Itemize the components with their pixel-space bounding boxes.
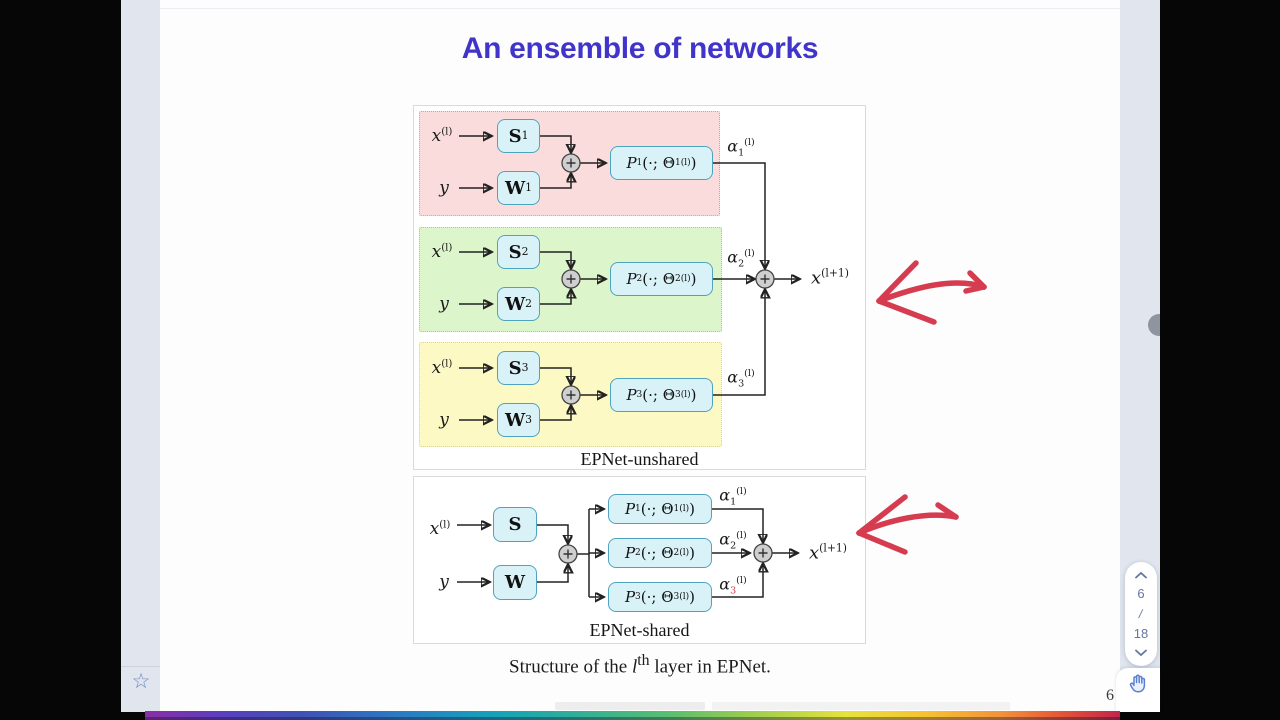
alpha-label: α2(l) bbox=[719, 529, 747, 552]
red-arrow-bottom bbox=[856, 494, 959, 555]
slide-title: An ensemble of networks bbox=[461, 32, 819, 65]
unshared-caption: EPNet-unshared bbox=[580, 449, 699, 469]
shared-caption: EPNet-shared bbox=[589, 620, 690, 640]
star-button[interactable]: ☆ bbox=[128, 668, 154, 694]
chevron-up-icon[interactable] bbox=[1134, 571, 1148, 579]
sum-node bbox=[561, 153, 581, 173]
input-y-label: y bbox=[439, 178, 449, 198]
output-label: x(l+1) bbox=[809, 541, 847, 564]
input-y-label: y bbox=[439, 410, 449, 430]
alpha-label: α2(l) bbox=[727, 247, 755, 270]
input-x-label: x(l) bbox=[429, 519, 451, 539]
left-strip-divider bbox=[121, 666, 160, 667]
sum-node bbox=[561, 269, 581, 289]
input-x-label: x(l) bbox=[431, 242, 453, 262]
alpha-label: α1(l) bbox=[727, 136, 755, 159]
page-navigation: 6 / 18 bbox=[1125, 562, 1157, 666]
output-label: x(l+1) bbox=[811, 266, 849, 289]
progress-bar[interactable] bbox=[145, 711, 1120, 720]
figure-caption: Structure of the lth layer in EPNet. bbox=[509, 652, 771, 678]
alpha-label: α3(l) bbox=[727, 367, 755, 390]
faded-control-segment bbox=[712, 702, 1010, 710]
left-toolbar-strip bbox=[121, 0, 161, 712]
page-top-edge bbox=[160, 8, 1120, 9]
sum-node bbox=[558, 544, 578, 564]
input-x-label: x(l) bbox=[431, 358, 453, 378]
unshared-diagram-lines bbox=[459, 105, 866, 470]
w-box: W bbox=[493, 565, 537, 600]
red-arrow-top bbox=[876, 260, 987, 325]
sum-node bbox=[561, 385, 581, 405]
input-x-label: x(l) bbox=[431, 126, 453, 146]
slide-page-number: 6 bbox=[1106, 687, 1114, 704]
page-current: 6 bbox=[1137, 586, 1145, 601]
alpha-label: α3(l) bbox=[719, 574, 747, 597]
page-total: 18 bbox=[1133, 626, 1149, 641]
combine-node bbox=[755, 269, 775, 289]
scrollbar-thumb[interactable] bbox=[1148, 314, 1160, 336]
alpha-label: α1(l) bbox=[719, 485, 747, 508]
s-box: S bbox=[493, 507, 537, 542]
input-y-label: y bbox=[439, 572, 449, 592]
input-y-label: y bbox=[439, 294, 449, 314]
combine-node bbox=[753, 543, 773, 563]
hand-tool-button[interactable] bbox=[1116, 668, 1160, 712]
chevron-down-icon[interactable] bbox=[1134, 649, 1148, 657]
star-icon: ☆ bbox=[131, 669, 151, 693]
shared-diagram-lines bbox=[457, 476, 866, 644]
hand-icon bbox=[1129, 674, 1146, 693]
faded-control-segment bbox=[555, 702, 705, 710]
